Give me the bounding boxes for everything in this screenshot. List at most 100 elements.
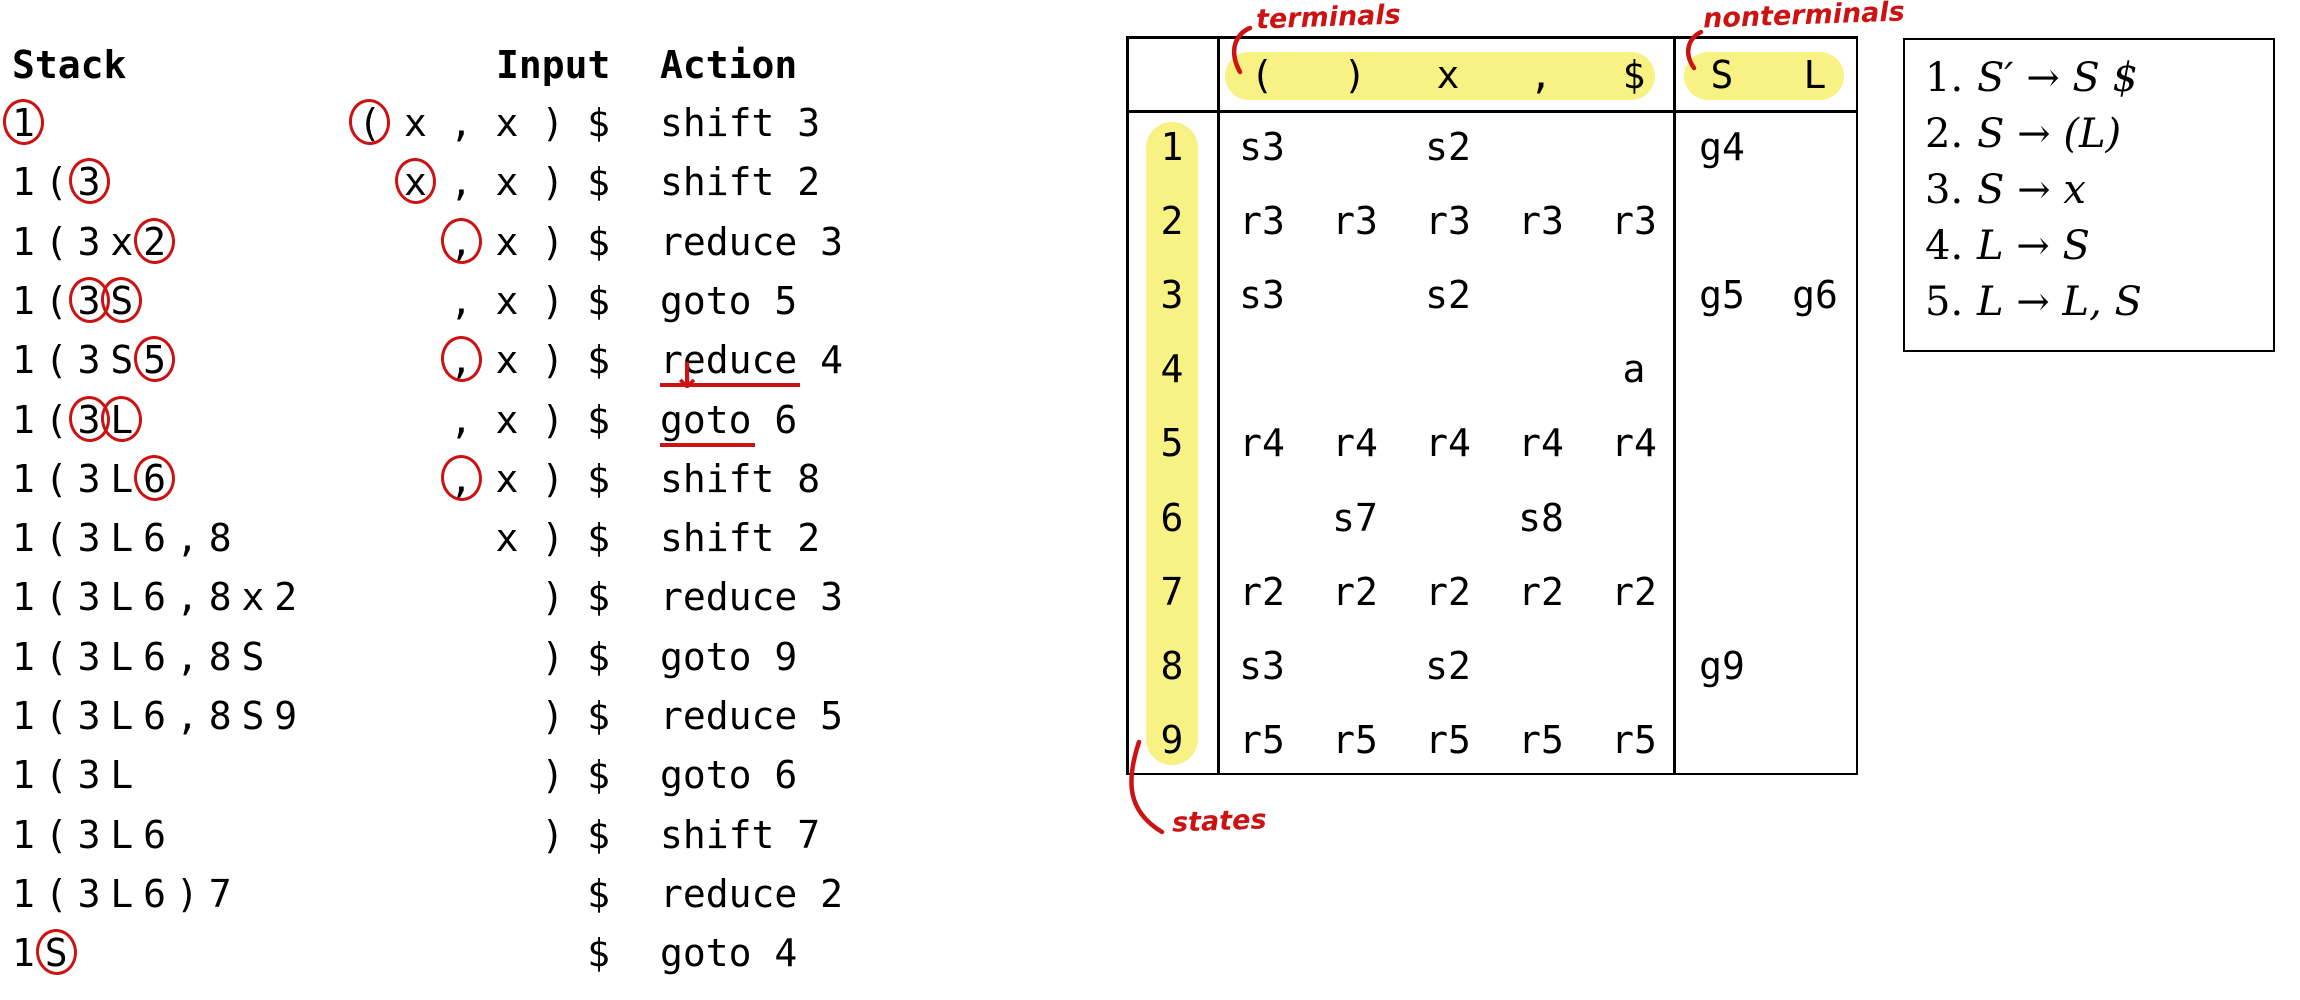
table-action-cell: s3 bbox=[1239, 643, 1285, 688]
table-action-cell: r3 bbox=[1425, 199, 1471, 244]
stack-token: S bbox=[241, 694, 265, 738]
trace-input: ) $ bbox=[200, 634, 610, 680]
trace-input: ) $ bbox=[200, 752, 610, 798]
stack-token: ( bbox=[44, 634, 68, 679]
table-state-label: 6 bbox=[1160, 495, 1184, 540]
grammar-production-body: S → (L) bbox=[1977, 111, 2122, 157]
stack-token: 8 bbox=[208, 634, 232, 679]
input-token: ) bbox=[541, 397, 565, 442]
grammar-production-number: 1. bbox=[1925, 55, 1964, 101]
stack-token: 6 bbox=[143, 812, 167, 857]
trace-stack: 1 ( 3 L 6 , 8 S 9 bbox=[12, 693, 297, 739]
input-token: x bbox=[495, 456, 519, 501]
input-token: $ bbox=[587, 634, 610, 679]
trace-action: reduce 2 bbox=[660, 871, 844, 916]
trace-input: ) $ bbox=[200, 812, 610, 858]
stack-token: 1 bbox=[12, 575, 35, 620]
input-token-circled: x bbox=[403, 160, 427, 205]
input-token: x bbox=[495, 101, 519, 145]
input-token-circled: , bbox=[449, 456, 473, 501]
trace-input: , x ) $ bbox=[200, 397, 610, 443]
trace-action: goto 9 bbox=[660, 634, 798, 679]
trace-stack: 1 ( 3 L 6 bbox=[12, 456, 166, 502]
stack-column-header: Stack bbox=[12, 43, 127, 87]
trace-row: 1 ( 3 L, x ) $goto 6↓ bbox=[0, 356, 1050, 447]
input-token: $ bbox=[587, 160, 610, 205]
stack-token-circled: 2 bbox=[143, 219, 167, 264]
input-token: ) bbox=[541, 812, 565, 857]
stack-token: 1 bbox=[12, 694, 35, 738]
trace-row: 1 ( 3 L 6 , 8 x 2) $reduce 3 bbox=[0, 574, 1050, 622]
table-action-cell: r3 bbox=[1239, 199, 1285, 244]
table-state-separator bbox=[1217, 36, 1220, 775]
table-action-cell: r2 bbox=[1611, 569, 1657, 614]
stack-token: ( bbox=[44, 338, 68, 383]
stack-token: L bbox=[110, 634, 134, 679]
stack-token: 1 bbox=[12, 516, 35, 561]
stack-token-circled: S bbox=[110, 278, 134, 323]
input-token: , bbox=[449, 397, 473, 442]
stack-token: x bbox=[241, 575, 265, 620]
trace-action: shift 8 bbox=[660, 456, 821, 501]
stack-token: S bbox=[241, 634, 265, 679]
stack-token: 1 bbox=[12, 456, 35, 501]
stack-token: 1 bbox=[12, 634, 35, 679]
stack-token: L bbox=[110, 456, 134, 501]
trace-input: $ bbox=[200, 930, 610, 976]
stack-token: 1 bbox=[12, 871, 35, 916]
input-token: x bbox=[495, 278, 519, 323]
table-action-cell: r4 bbox=[1518, 421, 1564, 466]
stack-token: 3 bbox=[77, 456, 101, 501]
action-column-header: Action bbox=[660, 43, 798, 87]
table-action-cell: r5 bbox=[1239, 717, 1285, 762]
stack-token: ( bbox=[44, 753, 68, 798]
input-token: $ bbox=[587, 456, 610, 501]
trace-row: 1 ( 3 L 6 , 8 S 9) $ reduce 5 bbox=[0, 693, 1050, 741]
trace-action: reduce 5 bbox=[660, 694, 844, 738]
input-token: $ bbox=[587, 219, 610, 264]
stack-token: L bbox=[110, 812, 134, 857]
stack-token: 1 bbox=[12, 753, 35, 798]
trace-input: , x ) $ bbox=[200, 456, 610, 502]
stack-token: ( bbox=[44, 219, 68, 264]
input-token: $ bbox=[587, 101, 610, 145]
table-action-cell: r2 bbox=[1518, 569, 1564, 614]
trace-input: ( x , x ) $ bbox=[200, 100, 610, 146]
table-border-left bbox=[1126, 36, 1129, 775]
trace-input: ) $ bbox=[200, 693, 610, 739]
grammar-production-body: S′ → S $ bbox=[1977, 55, 2138, 101]
input-token: , bbox=[449, 160, 473, 205]
trace-action: goto 4 bbox=[660, 931, 798, 976]
stack-token: ( bbox=[44, 397, 68, 442]
table-state-label: 2 bbox=[1160, 199, 1184, 244]
trace-row: 1 ( 3 L 6) $shift 7 bbox=[0, 812, 1050, 860]
trace-action: goto 5 bbox=[660, 278, 798, 323]
stack-token: 8 bbox=[208, 516, 232, 561]
stack-token: 1 bbox=[12, 338, 35, 383]
stack-token: 3 bbox=[77, 575, 101, 620]
red-down-arrow-icon: ↓ bbox=[672, 355, 703, 397]
table-action-cell: g5 bbox=[1699, 273, 1745, 318]
input-token: x bbox=[495, 160, 519, 205]
stack-token: 6 bbox=[143, 871, 167, 916]
table-action-cell: g9 bbox=[1699, 643, 1745, 688]
table-state-label: 8 bbox=[1160, 643, 1184, 688]
trace-action: reduce 3 bbox=[660, 575, 844, 620]
input-token: ) bbox=[541, 160, 565, 205]
input-column-header: Input bbox=[496, 43, 611, 87]
action-word-underlined: reduce bbox=[660, 338, 801, 388]
stack-token-circled: L bbox=[110, 397, 134, 442]
grammar-production-number: 4. bbox=[1925, 223, 1964, 269]
trace-stack: 1 ( 3 L bbox=[12, 397, 133, 443]
table-action-cell: r5 bbox=[1425, 717, 1471, 762]
table-action-cell: g4 bbox=[1699, 125, 1745, 169]
trace-stack: 1 ( 3 S 5 bbox=[12, 337, 166, 383]
grammar-production-number: 5. bbox=[1925, 279, 1964, 325]
stack-token: 6 bbox=[143, 694, 167, 738]
table-action-cell: r5 bbox=[1332, 717, 1378, 762]
stack-token: ) bbox=[175, 871, 199, 916]
stack-token: 3 bbox=[77, 694, 101, 738]
input-token-circled: ( bbox=[358, 101, 382, 145]
stack-token: 3 bbox=[77, 219, 101, 264]
